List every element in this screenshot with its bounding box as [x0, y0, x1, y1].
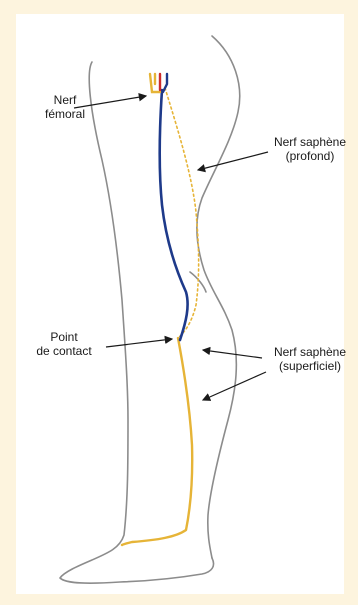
label-saphenous-superficial: Nerf saphène (superficiel) [262, 345, 358, 373]
arrow-superficial-lower [203, 372, 266, 400]
arrow-deep [198, 152, 268, 170]
nerve-bundle [150, 74, 167, 92]
leg-outline-back [197, 36, 240, 558]
saphenous-nerve-deep [165, 88, 199, 338]
label-femoral-line2: fémoral [30, 107, 100, 121]
arrow-contact [106, 339, 172, 347]
label-superficial-line2: (superficiel) [262, 359, 358, 373]
label-superficial-line1: Nerf saphène [262, 345, 358, 359]
arrow-superficial-upper [203, 350, 262, 358]
label-femoral-nerve: Nerf fémoral [30, 93, 100, 121]
label-contact-line1: Point [18, 330, 110, 344]
label-saphenous-deep: Nerf saphène (profond) [262, 135, 358, 163]
femoral-nerve [160, 90, 188, 340]
label-deep-line2: (profond) [262, 149, 358, 163]
saphenous-nerve-superficial [122, 338, 192, 545]
label-contact-line2: de contact [18, 344, 110, 358]
label-femoral-line1: Nerf [30, 93, 100, 107]
label-contact-point: Point de contact [18, 330, 110, 358]
label-deep-line1: Nerf saphène [262, 135, 358, 149]
